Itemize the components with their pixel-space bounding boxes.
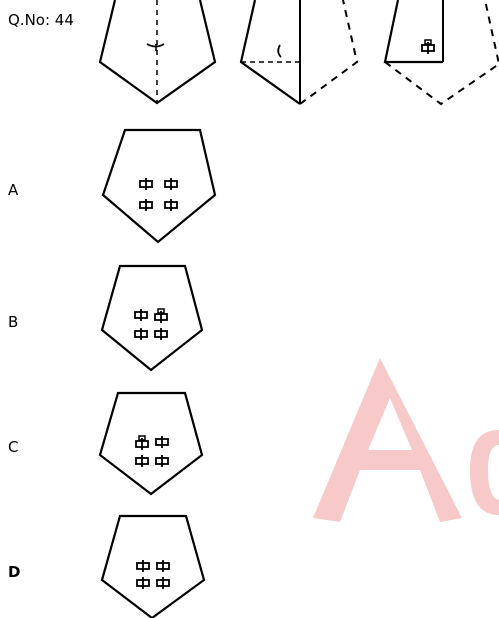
question-figure-3	[383, 0, 499, 106]
watermark-logo	[313, 358, 499, 522]
option-label-d: D	[8, 563, 21, 581]
question-figure-2	[239, 0, 359, 105]
question-number: Q.No: 44	[8, 11, 74, 29]
option-a-figure	[101, 128, 217, 244]
option-c-figure	[98, 391, 204, 496]
option-d-figure	[100, 514, 206, 618]
option-b-figure	[100, 264, 204, 372]
question-figure-1	[98, 0, 217, 105]
option-label-a: A	[8, 181, 19, 199]
option-label-c: C	[8, 438, 19, 456]
option-label-b: B	[8, 313, 19, 331]
